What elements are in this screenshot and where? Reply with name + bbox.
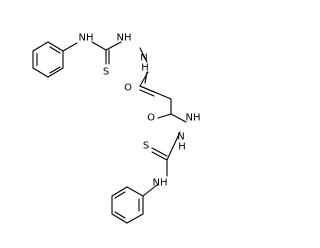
atom-label-o-bottom: O [147,113,155,124]
bond [166,131,181,161]
bond [111,213,128,224]
bond [151,147,168,157]
bond [32,67,49,78]
bond [170,113,187,123]
atom-labels: NH NH N H S O O NH N H S NH [79,33,201,189]
atom-label-s-bottom: S [143,141,149,152]
bond [105,41,122,51]
bond [139,89,155,97]
atom-label-n-bottom-2: N [177,132,184,143]
atom-label-o-top: O [124,83,132,94]
bond [47,41,64,52]
bond [114,211,126,219]
bond [91,41,107,51]
bond [139,85,172,100]
bond [126,213,144,224]
atom-label-nh-top-aniline: NH [79,33,94,44]
bond [142,184,158,197]
bond [111,186,128,197]
bond [49,46,61,54]
atom-label-h-bottom-2: H [178,142,186,153]
bond [62,42,78,52]
atom-label-nh-bottom-aniline: NH [153,178,168,189]
atom-label-nh-bottom-1: NH [186,113,201,124]
bond [151,151,168,161]
bond [114,191,126,199]
bond [49,66,61,74]
atom-label-h-top-2: H [141,63,149,74]
bond [157,113,172,119]
atom-label-s-top: S [103,67,109,78]
bond [139,47,148,63]
bond [139,71,149,87]
atom-label-nh-top-1: NH [117,33,132,44]
molecule-diagram: NH NH N H S O O NH N H S NH [32,33,201,224]
atom-label-n-top-2: N [140,53,147,64]
bond [32,41,49,52]
bond [126,186,144,197]
bond [47,67,64,78]
bonds [32,41,187,224]
